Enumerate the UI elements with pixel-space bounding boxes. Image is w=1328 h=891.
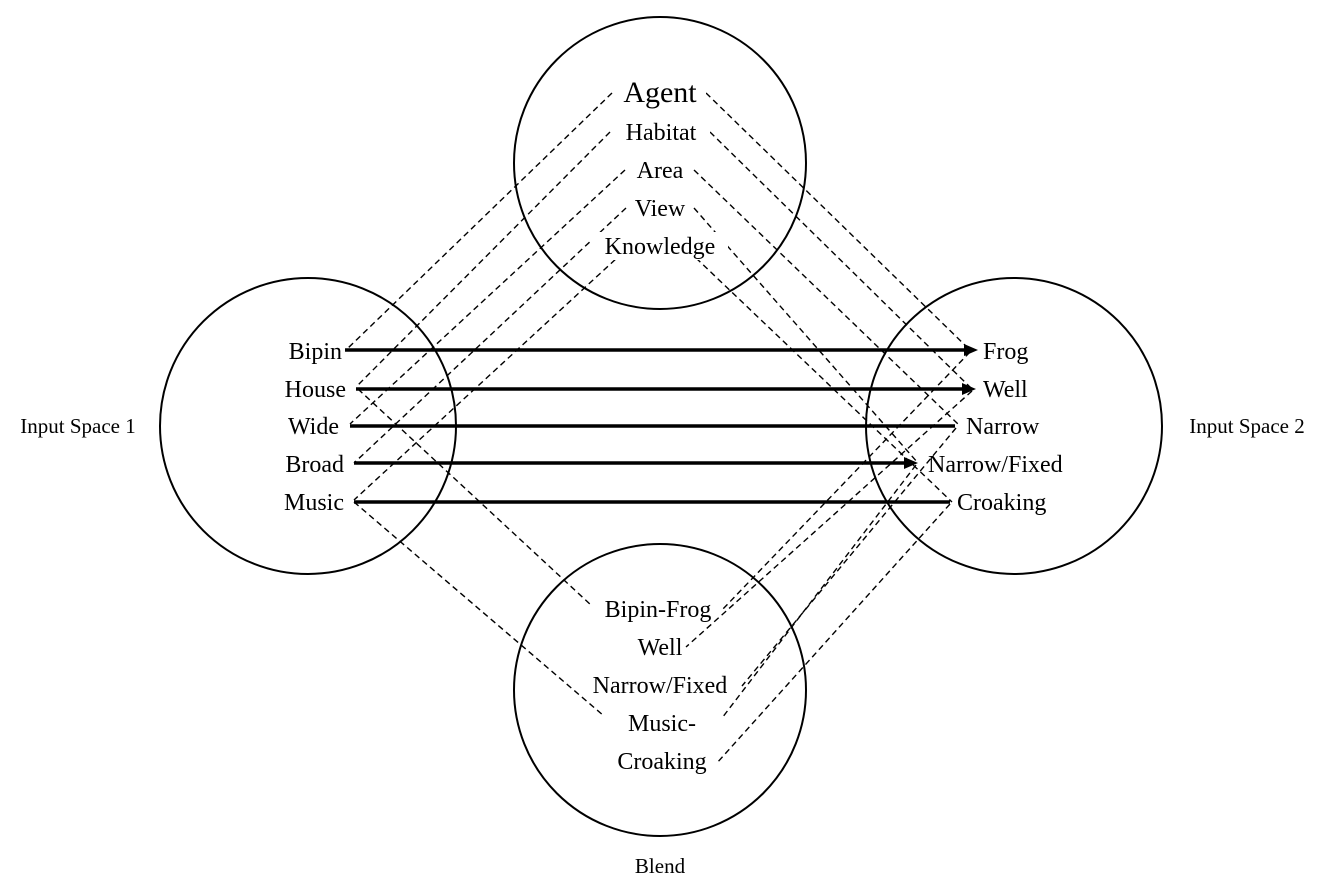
dash-view-broad	[353, 207, 627, 464]
dash-well-well	[685, 390, 973, 648]
input2-item-narrow: Narrow	[966, 414, 1040, 440]
input-space-2-label: Input Space 2	[1189, 414, 1304, 438]
blend-item-bipin-frog: Bipin-Frog	[605, 597, 712, 623]
dash-agent-bipin	[345, 92, 613, 351]
input1-item-wide: Wide	[288, 414, 339, 440]
generic-item-view: View	[635, 196, 686, 222]
generic-item-knowledge: Knowledge	[605, 234, 716, 260]
dash-house-bipin-frog	[357, 388, 593, 607]
input1-item-broad: Broad	[285, 452, 344, 478]
dash-narrowfixed-music	[721, 464, 917, 719]
input1-item-music: Music	[284, 490, 344, 516]
input2-item-croaking: Croaking	[957, 490, 1046, 516]
generic-item-habitat: Habitat	[626, 120, 697, 146]
input-space-1-label: Input Space 1	[20, 414, 135, 438]
dash-agent-frog	[705, 92, 971, 351]
dash-music-music-croaking	[353, 501, 605, 717]
blend-item-music: Music-	[628, 711, 696, 737]
dash-croaking-croaking	[715, 503, 951, 765]
dash-view-narrow-fixed	[693, 207, 919, 464]
input1-item-house: House	[285, 377, 346, 403]
arrowhead-well	[962, 383, 976, 395]
input1-item-bipin: Bipin	[289, 339, 342, 365]
input2-item-frog: Frog	[983, 339, 1028, 365]
dash-area-wide	[349, 169, 626, 425]
generic-space-circle	[513, 16, 807, 310]
blend-circle	[513, 543, 807, 837]
input2-item-narrow-fixed: Narrow/Fixed	[928, 452, 1063, 478]
generic-item-area: Area	[637, 158, 684, 184]
blend-item-croaking: Croaking	[617, 749, 706, 775]
cross-space-mappings	[345, 344, 978, 504]
generic-space-labels: Agent Habitat Area View Knowledge	[592, 76, 728, 260]
dash-narrow-narrow-fixed	[741, 427, 957, 687]
dash-knowledge-croaking	[695, 257, 953, 503]
blend-item-well: Well	[638, 635, 683, 661]
blend-labels: Bipin-Frog Well Narrow/Fixed Music- Croa…	[593, 597, 728, 775]
blend-label: Blend	[635, 854, 686, 878]
blend-item-narrow-fixed: Narrow/Fixed	[593, 673, 728, 699]
dash-habitat-well	[709, 131, 973, 390]
generic-item-agent: Agent	[623, 76, 697, 109]
input-space-2-labels: Frog Well Narrow Narrow/Fixed Croaking	[928, 339, 1063, 516]
dash-knowledge-music	[353, 245, 631, 501]
dash-area-narrow	[693, 169, 959, 425]
projection-lines	[345, 92, 973, 765]
input2-item-well: Well	[983, 377, 1028, 403]
input-space-1-labels: Bipin House Wide Broad Music	[284, 339, 346, 516]
